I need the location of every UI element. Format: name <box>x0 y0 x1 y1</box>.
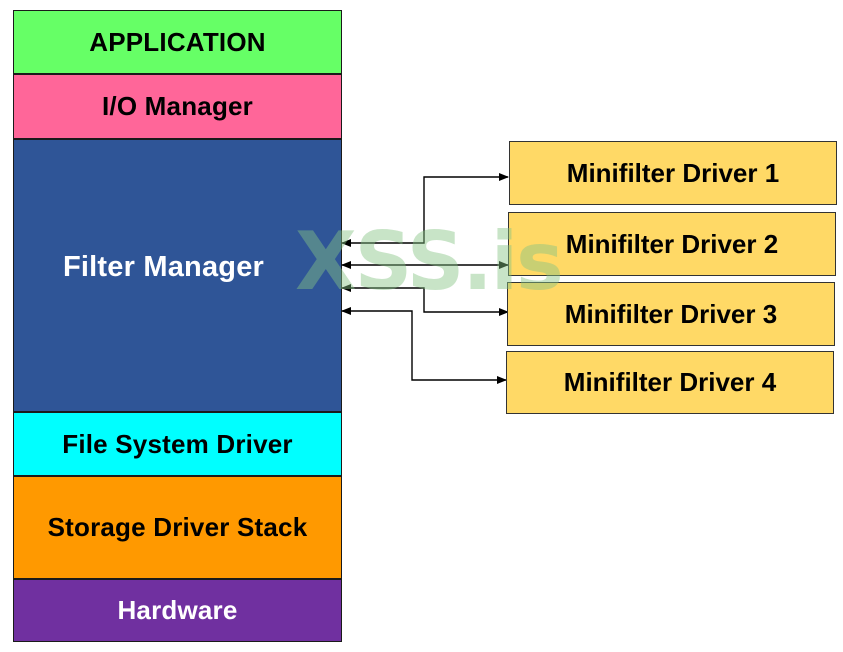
application-layer: APPLICATION <box>13 10 342 74</box>
minifilter-driver-4-label: Minifilter Driver 4 <box>563 367 777 397</box>
minifilter-driver-1-box: Minifilter Driver 1 <box>509 141 837 205</box>
minifilter-driver-1-label: Minifilter Driver 1 <box>566 157 780 188</box>
file-system-driver-layer: File System Driver <box>13 412 342 476</box>
arrow-minifilter-4 <box>341 307 507 384</box>
hardware-layer: Hardware <box>13 579 342 642</box>
minifilter-driver-3-label: Minifilter Driver 3 <box>564 298 778 329</box>
minifilter-driver-3-box: Minifilter Driver 3 <box>507 282 835 346</box>
minifilter-driver-2-box: Minifilter Driver 2 <box>508 212 836 276</box>
storage-driver-stack-layer: Storage Driver Stack <box>13 476 342 579</box>
storage-driver-stack-label: Storage Driver Stack <box>47 512 308 542</box>
filter-manager-label: Filter Manager <box>63 250 265 283</box>
arrow-minifilter-1 <box>341 173 509 247</box>
file-system-driver-label: File System Driver <box>62 428 293 459</box>
application-label: APPLICATION <box>89 26 266 57</box>
io-manager-layer: I/O Manager <box>13 74 342 139</box>
hardware-label: Hardware <box>117 595 238 625</box>
io-manager-label: I/O Manager <box>101 91 253 121</box>
filter-manager-layer: Filter Manager <box>13 139 342 412</box>
arrow-minifilter-3 <box>341 284 509 316</box>
minifilter-driver-2-label: Minifilter Driver 2 <box>565 228 779 259</box>
minifilter-driver-4-box: Minifilter Driver 4 <box>506 351 834 414</box>
